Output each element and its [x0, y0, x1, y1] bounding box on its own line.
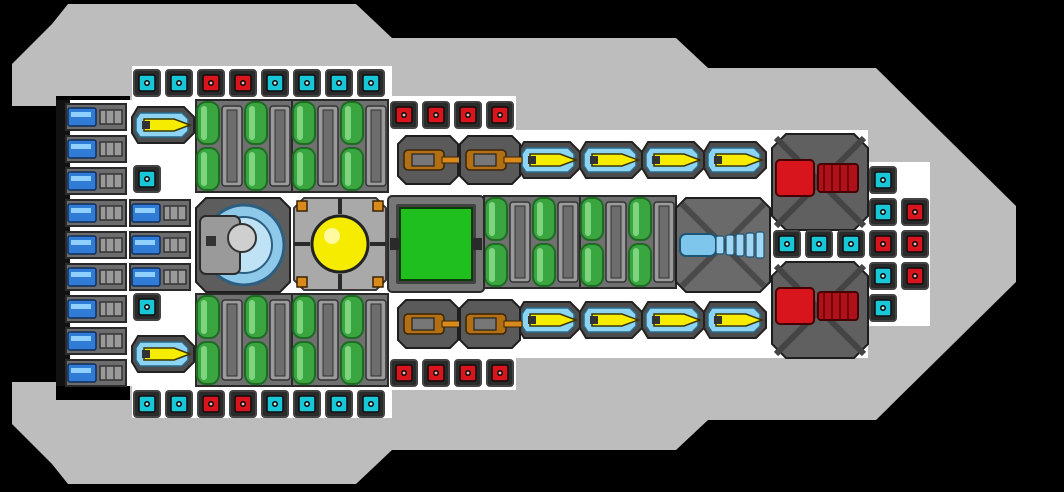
red-light-block: [197, 390, 225, 418]
heavy-cannon: [771, 133, 869, 231]
red-light-block: [422, 101, 450, 129]
missile-launcher: [641, 141, 705, 179]
missile-launcher: [703, 301, 767, 339]
cyan-light-block: [357, 390, 385, 418]
missile-launcher: [131, 106, 195, 144]
cyan-light-block: [869, 262, 897, 290]
thruster: [129, 263, 191, 291]
gyroscope-module: [195, 197, 291, 293]
cyan-light-block: [293, 390, 321, 418]
red-light-block: [486, 101, 514, 129]
red-light-block: [390, 359, 418, 387]
thruster: [65, 295, 127, 323]
red-light-block: [229, 69, 257, 97]
heavy-cannon: [771, 261, 869, 359]
cyan-light-block: [869, 198, 897, 226]
missile-launcher: [703, 141, 767, 179]
fuel-tank: [483, 195, 581, 289]
red-light-block: [422, 359, 450, 387]
power-core: [292, 196, 388, 292]
thruster: [65, 263, 127, 291]
modules-layer: [65, 99, 869, 387]
cyan-light-block: [869, 294, 897, 322]
cyan-light-block: [805, 230, 833, 258]
small-turret: [459, 135, 523, 185]
red-light-block: [901, 230, 929, 258]
cyan-light-block: [133, 293, 161, 321]
red-light-block: [901, 198, 929, 226]
reactor-block: [387, 195, 485, 293]
missile-launcher: [131, 335, 195, 373]
cyan-light-block: [261, 69, 289, 97]
red-light-block: [869, 230, 897, 258]
thruster: [129, 199, 191, 227]
cyan-light-block: [165, 69, 193, 97]
ion-engine: [675, 197, 771, 293]
red-light-block: [901, 262, 929, 290]
fuel-tank: [195, 293, 293, 387]
missile-launcher: [641, 301, 705, 339]
thruster: [129, 231, 191, 259]
fuel-tank: [291, 293, 389, 387]
thruster: [65, 231, 127, 259]
thruster: [65, 103, 127, 131]
small-turret: [397, 135, 461, 185]
cyan-light-block: [133, 69, 161, 97]
cyan-light-block: [773, 230, 801, 258]
cyan-light-block: [869, 166, 897, 194]
thruster: [65, 167, 127, 195]
red-light-block: [454, 359, 482, 387]
cyan-light-block: [133, 165, 161, 193]
thruster: [65, 199, 127, 227]
cyan-light-block: [837, 230, 865, 258]
missile-launcher: [517, 141, 581, 179]
cyan-light-block: [325, 390, 353, 418]
cyan-light-block: [293, 69, 321, 97]
small-turret: [397, 299, 461, 349]
blocks-layer: [133, 69, 929, 418]
fuel-tank: [579, 195, 677, 289]
red-light-block: [390, 101, 418, 129]
red-light-block: [486, 359, 514, 387]
missile-launcher: [579, 141, 643, 179]
missile-launcher: [517, 301, 581, 339]
red-light-block: [454, 101, 482, 129]
fuel-tank: [291, 99, 389, 193]
small-turret: [459, 299, 523, 349]
fuel-tank: [195, 99, 293, 193]
thruster: [65, 327, 127, 355]
cyan-light-block: [261, 390, 289, 418]
cyan-light-block: [165, 390, 193, 418]
cyan-light-block: [357, 69, 385, 97]
red-light-block: [229, 390, 257, 418]
cyan-light-block: [325, 69, 353, 97]
missile-launcher: [579, 301, 643, 339]
thruster: [65, 359, 127, 387]
cyan-light-block: [133, 390, 161, 418]
red-light-block: [197, 69, 225, 97]
thruster: [65, 135, 127, 163]
